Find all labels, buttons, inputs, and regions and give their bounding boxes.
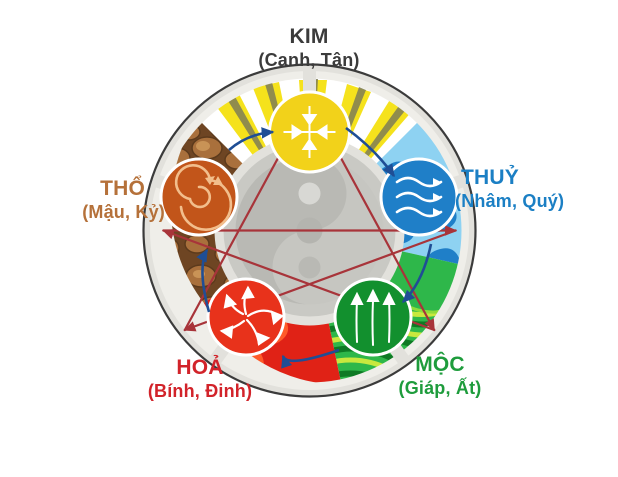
arrow-tho-to-kim [228, 127, 275, 151]
arrow-moc-to-hoa [281, 348, 340, 369]
icon-badge-thuy[interactable] [379, 157, 459, 237]
sector-tho[interactable] [158, 79, 462, 383]
label-moc: MỘC (Giáp, Ất) [340, 352, 540, 400]
icon-badge-hoa[interactable] [206, 277, 286, 357]
arrow-kim-to-thuy [345, 126, 396, 178]
label-tho: THỔ (Mậu, Kỷ) [5, 176, 165, 224]
element-stems-tho: (Mậu, Kỷ) [82, 201, 165, 222]
arrow-hoa-to-tho [196, 248, 211, 313]
element-name-kim: KIM [289, 25, 329, 48]
water-waves-icon [395, 176, 443, 218]
element-name-hoa: HOẢ [176, 356, 224, 379]
wood-sprouts-icon [350, 288, 396, 346]
element-name-thuy: THUỶ [461, 166, 519, 189]
generating-cycle-arrows [196, 126, 433, 369]
icon-badge-moc[interactable] [333, 277, 413, 357]
icon-badge-tho[interactable] [159, 157, 239, 237]
water-wave-arrowheads [433, 178, 441, 216]
element-name-tho: THỔ [100, 177, 145, 200]
label-hoa: HOẢ (Bính, Đinh) [105, 355, 295, 403]
element-stems-moc: (Giáp, Ất) [398, 377, 482, 398]
metal-cross-arrows-icon [283, 106, 336, 158]
element-stems-thuy: (Nhâm, Quý) [455, 190, 565, 211]
label-thuy: THUỶ (Nhâm, Quý) [455, 165, 615, 213]
arrow-thuy-to-moc [401, 243, 433, 304]
icon-badge-kim[interactable] [268, 90, 351, 174]
label-kim: KIM (Canh, Tân) [199, 24, 419, 72]
fire-radiating-arrows-icon [219, 285, 285, 346]
element-name-moc: MỘC [415, 353, 465, 376]
element-stems-kim: (Canh, Tân) [258, 49, 360, 70]
earth-spiral-icon [174, 164, 233, 231]
five-elements-wheel [142, 63, 477, 398]
element-stems-hoa: (Bính, Đinh) [147, 380, 253, 401]
